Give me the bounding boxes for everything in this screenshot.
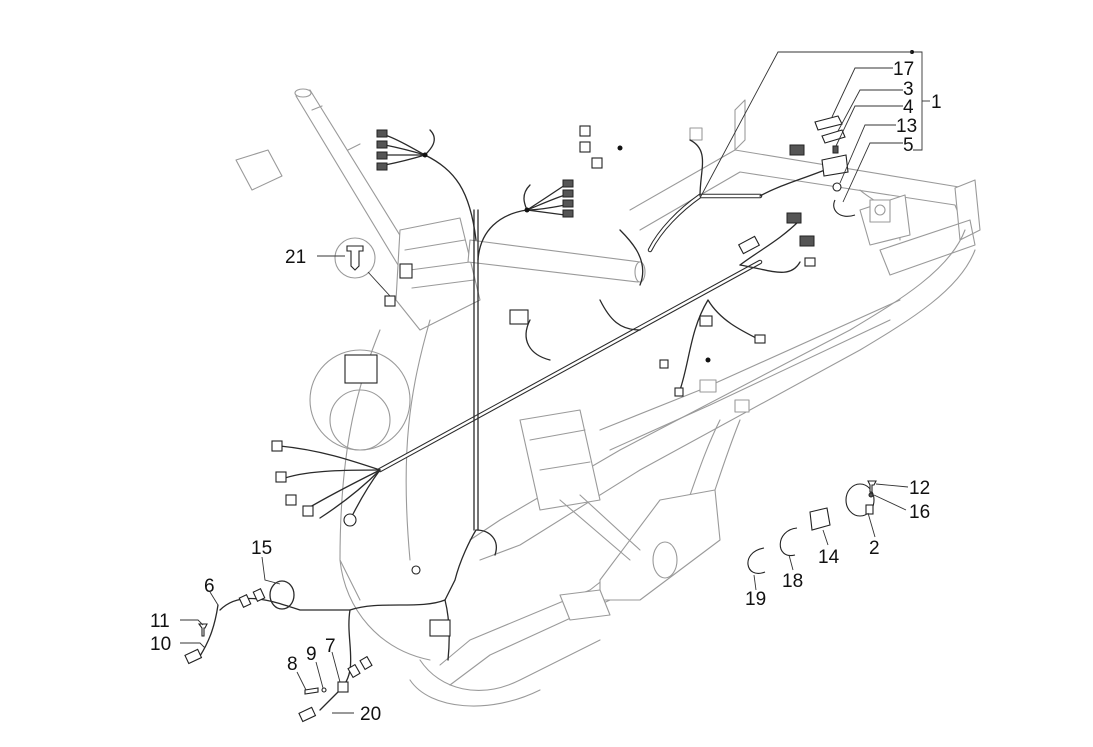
callout-3[interactable]: 3 <box>903 79 914 100</box>
callout-16[interactable]: 16 <box>909 502 930 523</box>
callout-14[interactable]: 14 <box>818 547 840 568</box>
screw-12-part <box>867 480 877 493</box>
callout-12[interactable]: 12 <box>909 478 930 499</box>
scooter-frame <box>235 88 981 707</box>
callout-21[interactable]: 21 <box>285 247 306 268</box>
callout-19[interactable]: 19 <box>745 589 766 610</box>
callout-15[interactable]: 15 <box>251 538 272 559</box>
detail-circle <box>334 237 376 279</box>
callout-18[interactable]: 18 <box>782 571 803 592</box>
callout-17[interactable]: 17 <box>893 59 914 80</box>
callout-13[interactable]: 13 <box>896 116 917 137</box>
plastic-rivet-part <box>346 245 364 271</box>
fuse-part <box>832 145 839 154</box>
callout-5[interactable]: 5 <box>903 135 914 156</box>
callout-20[interactable]: 20 <box>360 704 381 725</box>
callout-11[interactable]: 11 <box>150 611 170 632</box>
callout-10[interactable]: 10 <box>150 634 171 655</box>
leader-lines <box>180 50 930 714</box>
callout-labels: 1 17 3 4 13 5 21 12 16 2 14 18 19 15 6 1… <box>150 59 942 725</box>
loose-parts <box>184 115 877 723</box>
cable-band-small-part <box>747 547 766 574</box>
callout-7[interactable]: 7 <box>325 636 336 657</box>
callout-4[interactable]: 4 <box>903 97 914 118</box>
callout-2[interactable]: 2 <box>869 538 880 559</box>
harness-connectors <box>271 125 816 637</box>
cable-band-part <box>779 527 798 557</box>
fuse-holder-part <box>821 129 846 144</box>
cable-clamp-part <box>833 199 856 217</box>
callout-1[interactable]: 1 <box>931 92 942 113</box>
callout-8[interactable]: 8 <box>287 654 298 675</box>
fuse-cover-part <box>814 115 843 131</box>
callout-6[interactable]: 6 <box>204 576 215 597</box>
bracket-clip-part <box>809 507 831 531</box>
callout-9[interactable]: 9 <box>306 644 317 665</box>
